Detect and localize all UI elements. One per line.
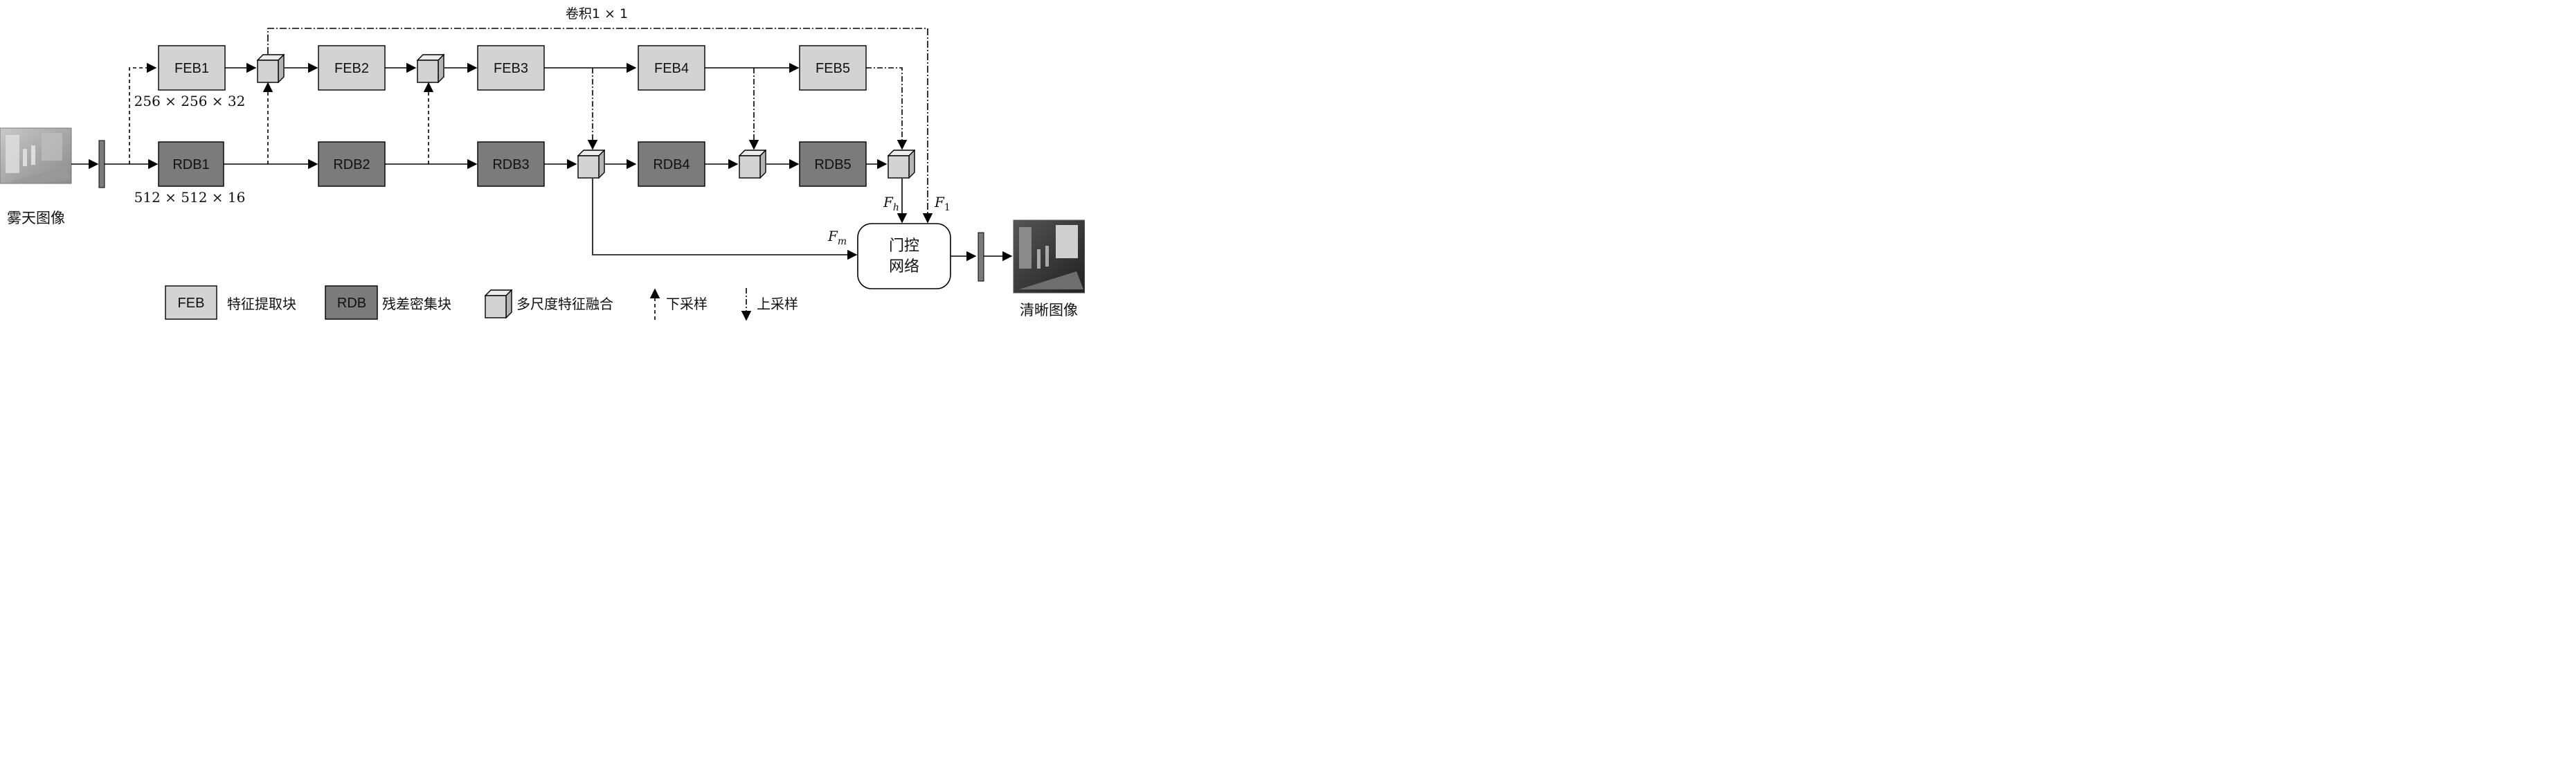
feb1-label: FEB1	[174, 61, 209, 76]
feb-row: FEB1 FEB2 FEB3 FEB4 FEB5	[158, 45, 867, 91]
feb5-label: FEB5	[816, 61, 850, 76]
rdb2-box	[318, 141, 386, 187]
conv1x1-label: 卷积1 × 1	[566, 6, 628, 21]
legend: FEB 特征提取块 RDB 残差密集块 多尺度特征融合 下采样 上采样	[165, 285, 798, 321]
legend-feb-abbr: FEB	[178, 296, 205, 311]
fusion-cube-1	[257, 54, 285, 83]
rdb4-box	[638, 141, 705, 187]
legend-feb-text: 特征提取块	[227, 296, 296, 312]
gate-line2: 网络	[889, 258, 919, 276]
feb2-box	[318, 45, 386, 91]
input-conv-bar	[98, 140, 105, 188]
feb3-label: FEB3	[494, 61, 528, 76]
rdb3-label: RDB3	[492, 157, 529, 172]
legend-rdb-text: 残差密集块	[382, 296, 451, 312]
legend-fusion-cube	[485, 289, 512, 318]
fusion-cube-3	[577, 150, 605, 179]
rdb1-label: RDB1	[172, 157, 209, 172]
output-conv-bar	[978, 232, 984, 282]
output-label: 清晰图像	[1020, 302, 1078, 318]
fm-label: Fm	[827, 228, 847, 247]
fusion-cube-4	[739, 150, 766, 179]
feb1-box	[158, 45, 226, 91]
rdb5-box	[799, 141, 867, 187]
fusion-cube-2	[417, 54, 444, 83]
rdb1-box	[158, 141, 224, 187]
rdb5-label: RDB5	[814, 157, 851, 172]
input-label: 雾天图像	[7, 210, 65, 226]
feb4-box	[638, 45, 705, 91]
network-diagram: 雾天图像 清晰图像 卷积1 × 1 FEB1 F	[0, 6, 1085, 321]
rdb3-box	[477, 141, 545, 187]
feb-dim-label: 256 × 256 × 32	[134, 93, 246, 109]
upsample-to-fusion5	[866, 67, 908, 150]
downsample-to-feb1	[129, 62, 157, 164]
rdb2-label: RDB2	[333, 157, 370, 172]
fh-label: Fh	[883, 194, 899, 213]
feb2-label: FEB2	[334, 61, 369, 76]
fusion-cube-5	[888, 150, 915, 179]
f1-label: F1	[934, 194, 951, 213]
legend-rdb-abbr: RDB	[337, 296, 366, 311]
rdb-dim-label: 512 × 512 × 16	[134, 189, 246, 206]
conv1x1-skip-line	[267, 28, 933, 224]
gate-line1: 门控	[889, 237, 919, 255]
legend-up-text: 上采样	[757, 296, 798, 312]
legend-fusion-text: 多尺度特征融合	[516, 296, 613, 312]
rdb-row: RDB1 RDB2 RDB3 RDB4 RDB5	[158, 141, 867, 187]
feb4-label: FEB4	[654, 61, 689, 76]
legend-feb-swatch	[165, 285, 217, 320]
rdb4-label: RDB4	[653, 157, 690, 172]
legend-rdb-swatch	[325, 285, 378, 320]
feb3-box	[477, 45, 545, 91]
clear-output-image	[1013, 219, 1085, 294]
gate-network-box	[857, 223, 951, 289]
feb5-box	[799, 45, 867, 91]
hazy-input-image	[0, 127, 72, 184]
legend-down-text: 下采样	[666, 296, 708, 312]
arrow-fm-to-gate	[592, 179, 858, 260]
